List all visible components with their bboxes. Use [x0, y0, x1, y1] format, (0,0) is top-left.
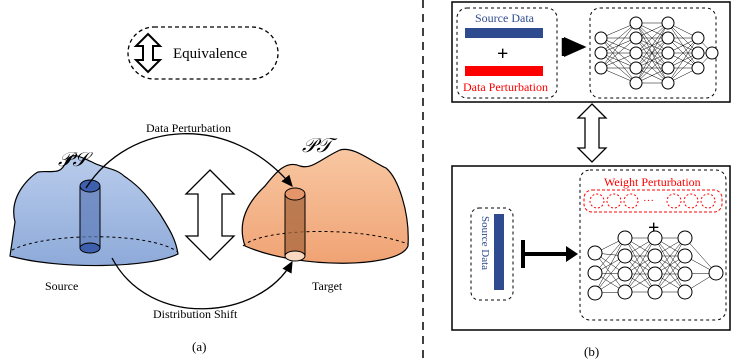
network-node	[629, 76, 643, 90]
weight-ellipsis: ···	[643, 195, 654, 207]
network-node	[691, 46, 705, 60]
network-node	[677, 284, 693, 300]
network-node	[677, 230, 693, 246]
network-edge	[635, 22, 669, 84]
network-node	[691, 61, 705, 75]
bottom-box	[451, 165, 731, 331]
network-edge	[667, 52, 699, 84]
source-data-bar-vertical	[494, 214, 504, 290]
neural-network-top	[594, 16, 719, 90]
perturbation-bar	[465, 66, 543, 76]
data-perturbation-arrow	[85, 133, 293, 189]
center-equivalence-arrow-icon	[184, 169, 236, 261]
network-edge	[667, 37, 699, 84]
network-node	[661, 76, 675, 90]
network-edge	[624, 255, 656, 293]
weight-perturbation-label: Weight Perturbation	[604, 175, 701, 189]
network-edge	[635, 22, 669, 54]
network-node	[587, 285, 603, 301]
network-node	[647, 248, 663, 264]
plus-sign-top: +	[497, 43, 508, 65]
equivalence-legend: Equivalence	[127, 26, 279, 80]
source-data-label-top: Source Data	[475, 11, 535, 25]
network-node	[647, 266, 663, 282]
target-label: Target	[312, 279, 343, 293]
distribution-shift-label: Distribution Shift	[153, 307, 238, 321]
network-edge	[635, 52, 669, 84]
maps-to-arrow-top	[561, 37, 587, 57]
source-data-vertical-box	[470, 207, 514, 301]
network-edge	[600, 22, 637, 69]
network-box-bottom	[579, 169, 727, 321]
source-distribution	[9, 155, 179, 267]
plus-sign-bottom: +	[648, 217, 659, 239]
network-node	[647, 284, 663, 300]
network-edge	[654, 237, 686, 275]
network-node	[617, 284, 633, 300]
network-node	[617, 230, 633, 246]
neural-network-bottom	[587, 230, 724, 301]
network-edge	[635, 37, 669, 84]
network-edge	[624, 237, 656, 293]
network-node	[594, 61, 608, 75]
network-node	[594, 31, 608, 45]
panel-b: Source Data + Data Perturbation Source D…	[451, 1, 731, 359]
network-node	[691, 31, 705, 45]
network-edge	[594, 237, 626, 294]
network-edge	[684, 237, 717, 274]
network-edge	[594, 255, 626, 294]
network-edge	[667, 37, 699, 69]
network-node	[661, 16, 675, 30]
data-perturbation-label: Data Perturbation	[146, 121, 231, 135]
caption-b: (b)	[584, 344, 599, 359]
network-node	[708, 265, 724, 281]
network-node	[647, 230, 663, 246]
network-edge	[635, 22, 669, 69]
network-edge	[600, 22, 637, 54]
weight-perturbation-box	[583, 189, 723, 213]
network-edge	[594, 252, 626, 293]
source-data-bar-top	[465, 28, 543, 38]
panel-b-equivalence-arrow-icon	[576, 103, 608, 163]
target-distribution-symbol: 𝒫𝒯	[302, 135, 338, 157]
network-edge	[600, 37, 637, 69]
weight-perturbation-circles	[589, 193, 716, 209]
network-node	[677, 266, 693, 282]
network-node	[629, 31, 643, 45]
target-distribution	[241, 148, 409, 264]
network-node	[705, 46, 719, 60]
caption-a: (a)	[192, 339, 206, 354]
network-node	[587, 265, 603, 281]
network-edge	[654, 255, 686, 293]
maps-to-arrow-bottom	[521, 240, 578, 268]
network-node	[661, 61, 675, 75]
network-node	[629, 61, 643, 75]
network-edge	[594, 237, 626, 274]
network-node	[617, 248, 633, 264]
source-distribution-symbol: 𝒫𝒮	[58, 149, 93, 171]
network-node	[677, 248, 693, 264]
data-perturbation-label-b: Data Perturbation	[463, 80, 548, 94]
top-box	[451, 1, 731, 103]
network-edge	[624, 237, 656, 275]
network-node	[617, 266, 633, 282]
source-data-label-vertical: Source Data	[479, 216, 491, 270]
network-node	[587, 245, 603, 261]
double-vertical-arrow-icon	[133, 32, 163, 74]
network-node	[594, 46, 608, 60]
equivalence-label: Equivalence	[173, 46, 247, 62]
distribution-shift-arrow	[111, 257, 293, 310]
network-edge	[654, 237, 686, 293]
panel-a: Equivalence 𝒫𝒮 Source 𝒫𝒯 Target	[9, 26, 409, 354]
network-node	[661, 31, 675, 45]
source-label: Source	[45, 279, 78, 293]
network-node	[661, 46, 675, 60]
network-node	[629, 16, 643, 30]
network-node	[629, 46, 643, 60]
